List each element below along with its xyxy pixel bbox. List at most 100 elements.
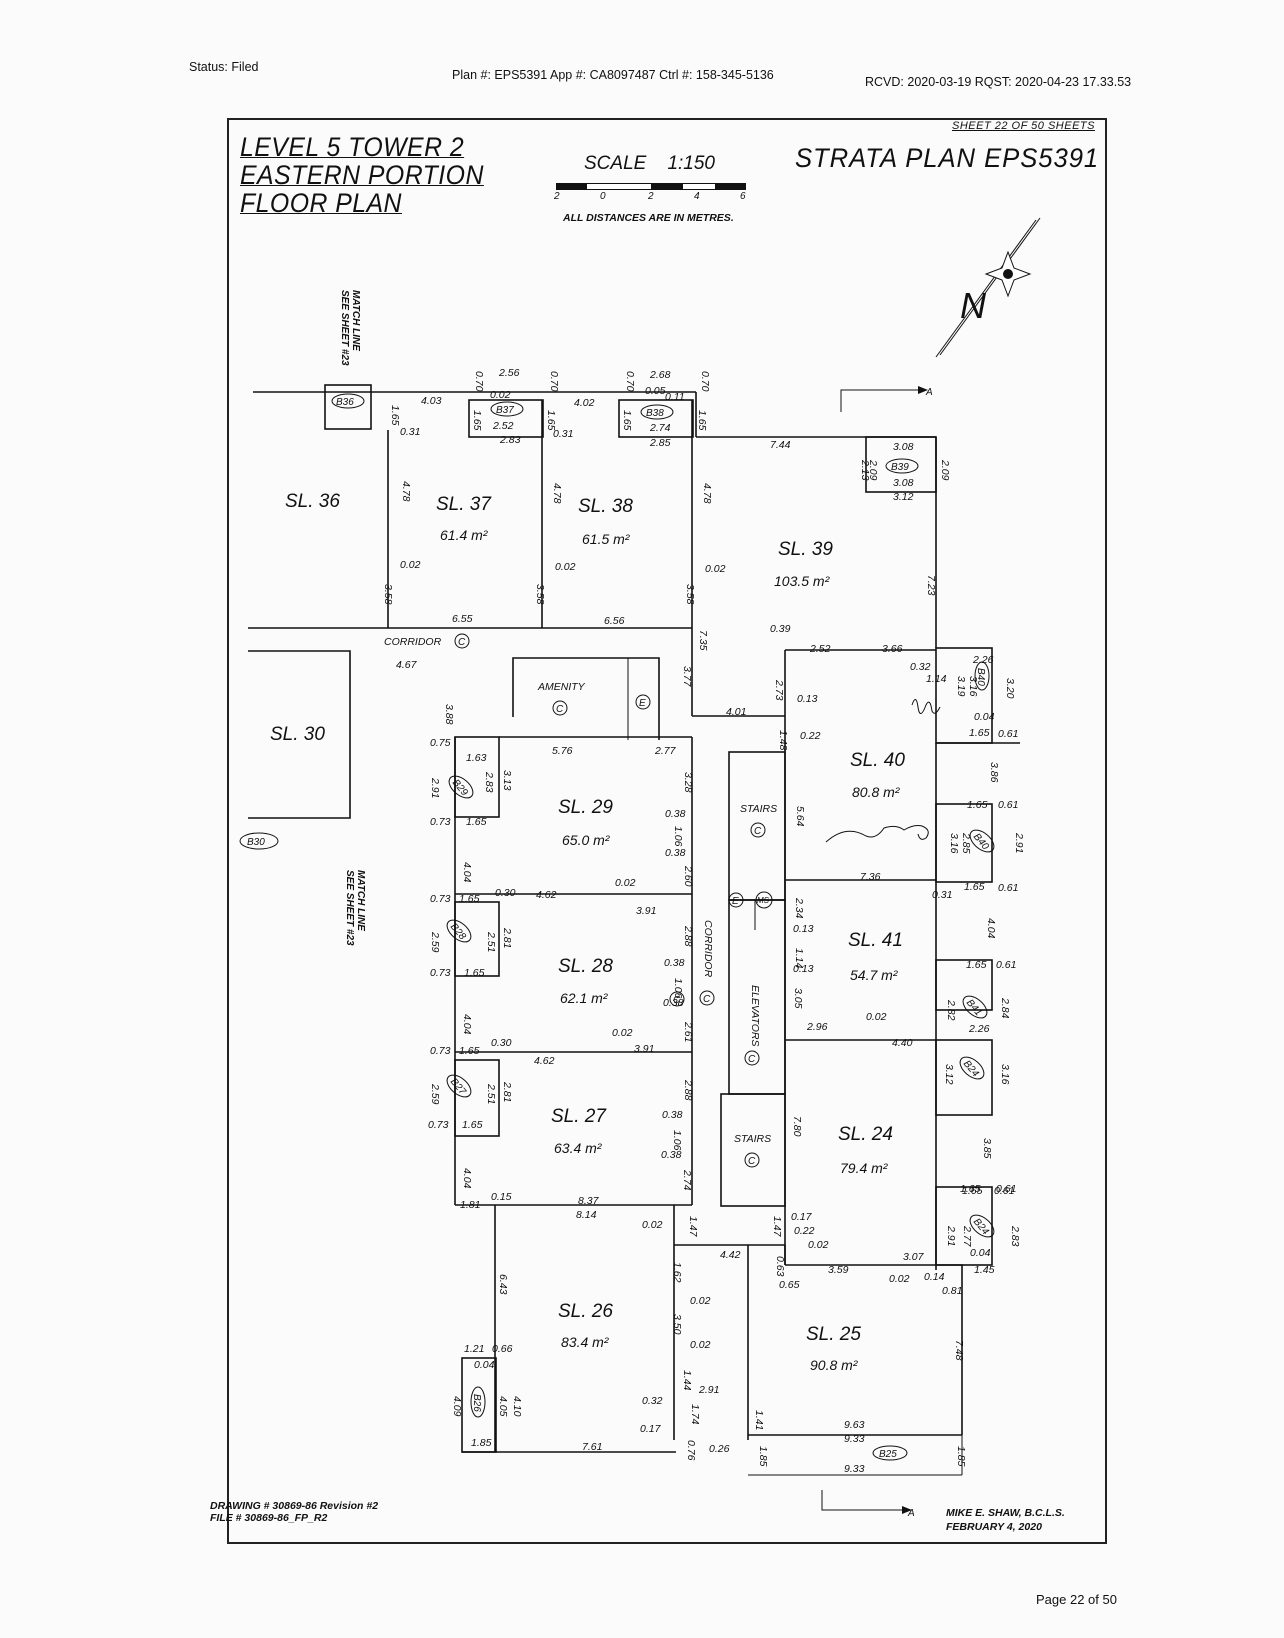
lot-label: SL. 28: [558, 956, 613, 977]
common-property: CORRIDOR C AMENITY C E STAIRS C E MS ELE…: [384, 633, 777, 1168]
dim: 4.05: [497, 1396, 509, 1417]
dim: 0.38: [661, 1149, 682, 1161]
lot-label: SL. 25: [806, 1324, 861, 1345]
dim: 0.02: [808, 1239, 829, 1251]
dim: 0.13: [793, 963, 814, 975]
common-property-icon: C: [556, 704, 564, 715]
signature-scribbles: [825, 699, 941, 843]
lot-label: SL. 26: [558, 1301, 613, 1322]
lot-area: 79.4 m²: [840, 1160, 889, 1176]
status-text: Status: Filed: [189, 60, 259, 74]
dim: 1.65: [389, 405, 401, 426]
dim: 0.13: [797, 693, 818, 705]
storage-label: B36: [336, 397, 354, 408]
lot-label: SL. 39: [778, 539, 833, 560]
dim: 0.70: [548, 371, 560, 392]
dim: 1.65: [969, 727, 990, 739]
section-arrow-top: A: [840, 386, 933, 412]
dim: 1.65: [471, 410, 483, 431]
dim: 9.63: [844, 1419, 865, 1431]
dim: 3.91: [636, 905, 656, 917]
section-label: A: [925, 387, 933, 398]
dim: 1.44: [681, 1370, 693, 1391]
scale-bar: 2 0 2 4 6: [554, 183, 746, 202]
dim: 2.96: [806, 1021, 828, 1033]
common-property-icon: C: [458, 637, 466, 648]
dim: 0.73: [430, 1045, 451, 1057]
dim: 0.02: [690, 1339, 711, 1351]
lot-area: 80.8 m²: [852, 784, 901, 800]
dim: 1.62: [671, 1262, 683, 1283]
mechanical-room-icon: MS: [757, 896, 770, 905]
dim: 0.02: [555, 561, 576, 573]
corridor-vertical-label: CORRIDOR: [702, 920, 714, 978]
dim: 0.61: [996, 1183, 1016, 1195]
dim: 0.39: [770, 623, 791, 635]
dim: 0.15: [491, 1191, 512, 1203]
dim: 3.28: [682, 772, 694, 793]
dim: 0.26: [709, 1443, 730, 1455]
dim: 3.19: [955, 676, 967, 697]
dim: 2.74: [649, 422, 671, 434]
dim: 7.80: [791, 1116, 803, 1137]
dim: 0.73: [428, 1119, 449, 1131]
match-line-ref: SEE SHEET #23: [344, 870, 355, 946]
dim: 7.61: [582, 1441, 602, 1453]
common-property-icon: C: [748, 1156, 756, 1167]
lot-label: SL. 27: [551, 1106, 607, 1127]
scale-bar-graphic: [556, 183, 746, 190]
dim: 3.77: [681, 666, 693, 688]
dim: 3.16: [948, 833, 960, 854]
lot-area: 54.7 m²: [850, 967, 899, 983]
dim: 3.08: [893, 477, 914, 489]
dim: 4.02: [574, 397, 595, 409]
dim: 0.73: [430, 816, 451, 828]
storage-label: B37: [496, 405, 514, 416]
dim: 3.66: [882, 643, 903, 655]
dim: 2.74: [681, 1169, 693, 1191]
scale-tick: 4: [694, 191, 700, 202]
plan-info-text: Plan #: EPS5391 App #: CA8097487 Ctrl #:…: [452, 68, 774, 82]
dim: 0.30: [491, 1037, 512, 1049]
electrical-room-icon: E: [639, 698, 646, 709]
dim: 0.38: [664, 957, 685, 969]
dim: 7.35: [697, 630, 709, 651]
dim: 4.42: [720, 1249, 741, 1261]
scale-title: SCALE 1:150: [584, 153, 715, 175]
amenity-label: AMENITY: [537, 681, 586, 693]
strata-plan-title: STRATA PLAN EPS5391: [795, 143, 1100, 173]
dim: 0.73: [430, 893, 451, 905]
dim: 0.75: [430, 737, 451, 749]
dim: 0.32: [910, 661, 931, 673]
storage-label: B39: [891, 462, 909, 473]
received-text: RCVD: 2020-03-19 RQST: 2020-04-23 17.33.…: [865, 75, 1132, 89]
dim: 1.85: [955, 1446, 967, 1467]
dim: 4.78: [701, 483, 713, 504]
dim: 3.08: [893, 441, 914, 453]
dim: 0.31: [553, 428, 573, 440]
lot-area: 65.0 m²: [562, 832, 611, 848]
dim: 0.38: [663, 997, 684, 1009]
dim: 5.64: [794, 806, 806, 827]
dim: 2.34: [793, 897, 805, 919]
dim: 1.06: [672, 978, 684, 999]
dim: 3.59: [828, 1264, 849, 1276]
dim: 4.78: [551, 483, 563, 504]
drawing-number: DRAWING # 30869-86 Revision #2: [210, 1500, 379, 1512]
dim: 1.47: [771, 1216, 783, 1238]
dim: 4.67: [396, 659, 418, 671]
dim: 0.61: [998, 728, 1018, 740]
common-property-icon: C: [673, 995, 681, 1006]
lot-label: SL. 41: [848, 930, 903, 951]
dim: 4.04: [461, 862, 473, 883]
dim: 1.65: [966, 959, 987, 971]
lot-label: SL. 40: [850, 750, 905, 771]
dim: 7.23: [925, 575, 937, 596]
dim: 0.61: [998, 882, 1018, 894]
scale-value: 1:150: [667, 153, 715, 174]
dim: 0.02: [690, 1295, 711, 1307]
dim: 0.02: [490, 389, 511, 401]
dim: 0.31: [400, 426, 420, 438]
dim: 0.38: [665, 847, 686, 859]
dim: 0.61: [996, 959, 1016, 971]
